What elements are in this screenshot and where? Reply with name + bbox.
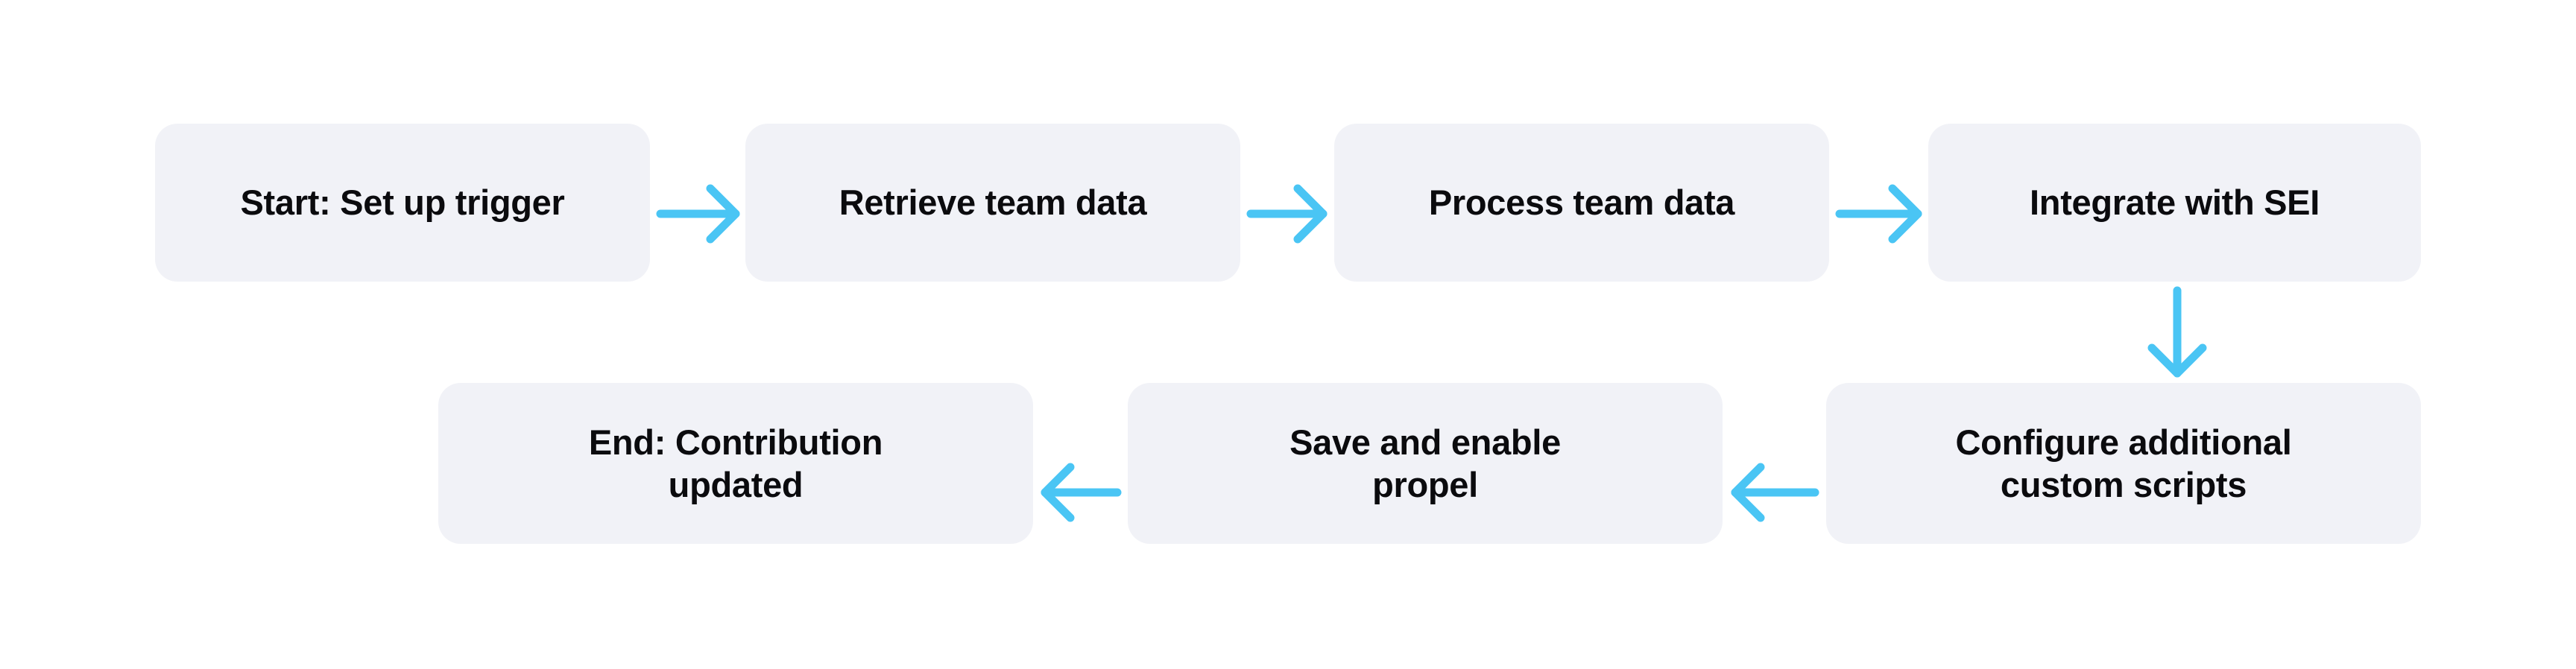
flow-node-label: Process team data xyxy=(1428,183,1735,223)
flow-node-label: End: Contribution updated xyxy=(588,422,883,504)
flow-node-end-contribution-updated[interactable]: End: Contribution updated xyxy=(438,383,1033,544)
flow-node-label: Configure additional custom scripts xyxy=(1955,422,2292,504)
flow-node-label: Save and enable propel xyxy=(1289,422,1561,504)
arrow-right-retrieve-to-process xyxy=(1246,184,1328,244)
flow-node-label: Start: Set up trigger xyxy=(240,183,565,223)
arrow-left-configure-to-save xyxy=(1731,463,1819,522)
arrow-right-process-to-integrate xyxy=(1835,184,1922,244)
flow-node-label: Integrate with SEI xyxy=(2030,183,2320,223)
flow-node-start-set-up-trigger[interactable]: Start: Set up trigger xyxy=(155,124,650,282)
flow-node-retrieve-team-data[interactable]: Retrieve team data xyxy=(745,124,1240,282)
flow-node-integrate-with-sei[interactable]: Integrate with SEI xyxy=(1928,124,2421,282)
flow-node-label: Retrieve team data xyxy=(839,183,1147,223)
flow-node-save-and-enable-propel[interactable]: Save and enable propel xyxy=(1128,383,1723,544)
arrow-right-start-to-retrieve xyxy=(656,184,740,244)
arrow-left-save-to-end xyxy=(1041,463,1122,522)
flow-node-configure-additional-custom-scripts[interactable]: Configure additional custom scripts xyxy=(1826,383,2421,544)
flow-node-process-team-data[interactable]: Process team data xyxy=(1334,124,1829,282)
arrow-down-integrate-to-configure xyxy=(2147,286,2207,378)
